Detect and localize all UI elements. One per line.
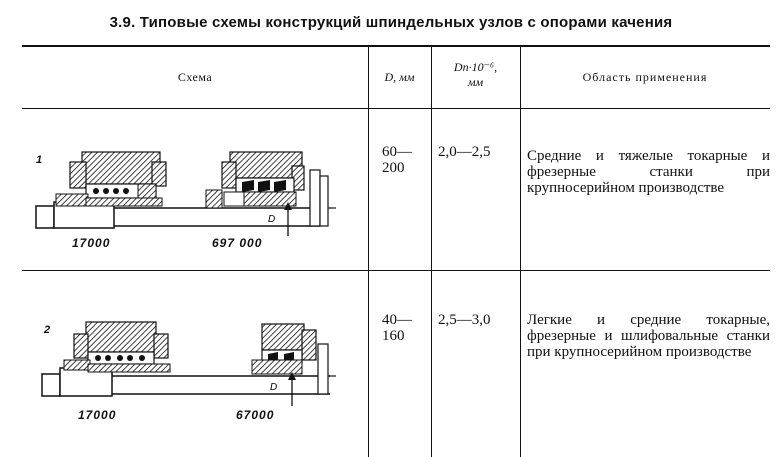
header-bottom-rule [22,108,770,109]
header-diameter: D, мм [384,70,415,84]
header-application-area: Область применения [582,70,708,84]
row-separator-rule [22,270,770,271]
row1-diameter: 60— 200 [382,144,427,176]
row2-diameter: 40— 160 [382,312,427,344]
table-top-rule [22,45,770,47]
svg-text:D: D [270,382,277,393]
scheme-number: 1 [36,154,43,166]
header-dn-line1: Dn·10⁻⁶, [453,60,498,74]
row1-dn: 2,0—2,5 [438,144,491,160]
header-schema: Схема [177,70,213,84]
row2-application-area: Легкие и средние токарные, фрезерные и ш… [527,312,770,360]
bearing-label-right: 697 000 [212,236,263,250]
spindle-scheme-1: 1 [30,140,360,265]
bearing-label-left: 17000 [72,236,111,250]
scheme-number: 2 [44,324,51,336]
spindle-scheme-2: 2 D 17000 67000 [30,310,360,435]
header-dn-unit: мм [467,75,484,89]
spindle-drawing-2: D [41,321,336,406]
row1-application-area: Средние и тяжелые токарные и фрезерные с… [527,148,770,196]
bearing-label-right: 67000 [236,408,275,422]
column-divider-2 [431,46,432,457]
svg-text:D: D [268,214,275,225]
header-dn: Dn·10⁻⁶, мм [431,60,520,90]
table-title: 3.9. Типовые схемы конструкций шпиндельн… [109,14,673,31]
row2-dn: 2,5—3,0 [438,312,491,328]
row2-diameter-min: 40— [382,312,412,328]
column-divider-3 [520,46,521,457]
column-divider-1 [368,46,369,457]
spindle-drawing-1: D [35,151,336,236]
row1-diameter-max: 200 [382,160,405,176]
row2-diameter-max: 160 [382,328,405,344]
bearing-label-left: 17000 [78,408,117,422]
row1-diameter-min: 60— [382,144,412,160]
